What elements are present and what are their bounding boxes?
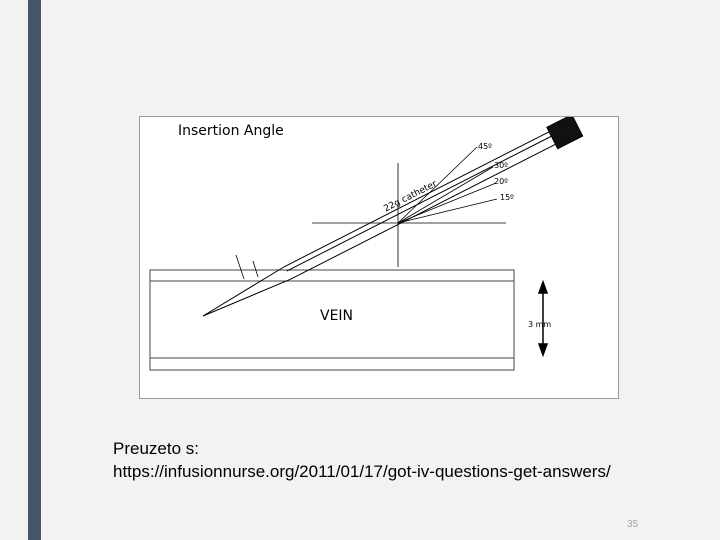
vein [149,269,515,371]
insertion-angle-diagram: Insertion Angle VEIN 3 mm 45º [139,116,619,399]
angle-marks [235,254,259,280]
angle-label-20: 20º [494,177,508,186]
depth-arrow [537,279,549,358]
caption-line-1: Preuzeto s: [113,439,199,458]
needle: 22g catheter [202,117,584,317]
vein-label: VEIN [320,308,353,324]
angle-label-30: 30º [494,161,508,170]
angle-label-15: 15º [500,193,514,202]
angle-label-45: 45º [478,142,492,151]
slide-accent-bar [28,0,41,540]
diagram-title: Insertion Angle [178,123,284,139]
depth-label: 3 mm [528,320,551,329]
reference-axes [312,163,506,267]
needle-label: 22g catheter [382,179,439,214]
page-number: 35 [627,519,639,530]
source-url: https://infusionnurse.org/2011/01/17/got… [113,462,611,481]
angle-lines [397,146,498,224]
source-caption: Preuzeto s: https://infusionnurse.org/20… [113,437,611,483]
